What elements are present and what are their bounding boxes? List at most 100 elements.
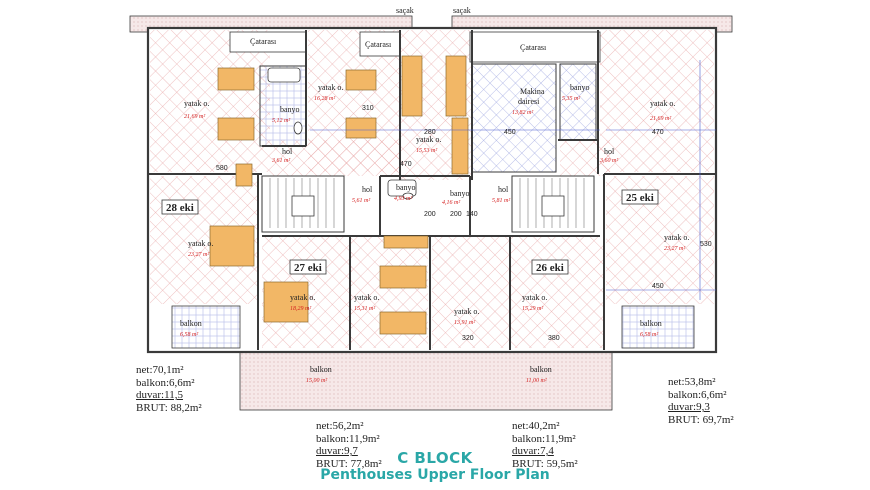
room-area: 23,27 m² xyxy=(188,252,209,258)
room-name: hol xyxy=(498,185,509,194)
room-area: 6,58 m² xyxy=(640,332,658,338)
room-name: yatak o. xyxy=(522,293,547,302)
unit-26-stats: net:40,2m² balkon:11,9m² duvar:7,4 BRUT:… xyxy=(512,420,578,470)
room-name: yatak o. xyxy=(188,239,213,248)
dimension-label: 530 xyxy=(700,241,712,248)
room-area: 6,58 m² xyxy=(180,332,198,338)
dimension-label: 280 xyxy=(424,129,436,136)
room-area: 5,12 m² xyxy=(272,118,290,124)
wall-area: duvar:9,3 xyxy=(668,401,710,413)
bed xyxy=(401,55,423,117)
dimension-label: 470 xyxy=(652,129,664,136)
wall-area: duvar:7,4 xyxy=(512,445,554,457)
room-area: 5,61 m² xyxy=(352,198,370,204)
room-name: balkon xyxy=(180,319,202,328)
room-name: banyo xyxy=(570,83,590,92)
room-name: dairesi xyxy=(518,97,540,106)
balcony-right xyxy=(621,305,695,349)
sacak-label-left: saçak xyxy=(396,6,414,15)
room-name: yatak o. xyxy=(184,99,209,108)
dimension-label: 200 xyxy=(450,211,462,218)
dimension-label: 380 xyxy=(548,335,560,342)
room-area: 4,93 m² xyxy=(394,195,412,202)
stairs-left xyxy=(261,175,345,233)
room-name: banyo xyxy=(396,183,416,192)
unit-label-25: 25 eki xyxy=(626,192,654,204)
blue-guide-lines xyxy=(310,60,716,300)
stairs-right xyxy=(511,175,595,233)
room-area: 23,27 m² xyxy=(664,246,685,252)
bed xyxy=(379,311,427,335)
room-name: hol xyxy=(604,147,615,156)
room-name: Makina xyxy=(520,87,545,96)
bed xyxy=(379,265,427,289)
bed xyxy=(217,117,255,141)
bed xyxy=(383,235,429,249)
unit-label-27: 27 eki xyxy=(294,262,322,274)
room-area: 15,31 m² xyxy=(354,306,375,312)
floor-hatch xyxy=(600,30,714,172)
room-area: 3,60 m² xyxy=(599,158,618,164)
room-name: yatak o. xyxy=(354,293,379,302)
gross-area: BRUT: 88,2m² xyxy=(136,401,202,414)
dimension-label: 470 xyxy=(400,161,412,168)
bed xyxy=(445,55,467,117)
bed xyxy=(345,69,377,91)
room-name: yatak o. xyxy=(664,233,689,242)
room-area: 16,28 m² xyxy=(314,96,335,102)
unit-labels: 28 eki 27 eki 26 eki 25 eki xyxy=(161,189,659,275)
bath-fixtures xyxy=(267,67,417,200)
room-area: 13,82 m² xyxy=(512,110,533,116)
wall-area: duvar:11,5 xyxy=(136,389,183,401)
gross-area: BRUT: 69,7m² xyxy=(668,413,734,426)
balcony-area: balkon:6,6m² xyxy=(668,388,727,401)
floor-hatch xyxy=(512,236,604,348)
unit-25-stats: net:53,8m² balkon:6,6m² duvar:9,3 BRUT: … xyxy=(668,376,734,426)
balcony-area: balkon:6,6m² xyxy=(136,376,195,389)
balcony-left xyxy=(171,305,241,349)
room-name: banyo xyxy=(280,105,300,114)
room-area: 21,69 m² xyxy=(650,116,671,122)
room-name: yatak o. xyxy=(416,135,441,144)
beds xyxy=(209,55,469,335)
bathroom-right xyxy=(559,63,597,141)
room-name: hol xyxy=(362,185,373,194)
balcony-area: balkon:11,9m² xyxy=(316,432,380,445)
dimension-label: 580 xyxy=(216,165,228,172)
roof-terrace xyxy=(469,31,601,63)
plan-subtitle: Penthouses Upper Floor Plan xyxy=(320,467,550,483)
room-name: balkon xyxy=(640,319,662,328)
room-name: yatak o. xyxy=(454,307,479,316)
bed xyxy=(451,117,469,175)
net-area: net:53,8m² xyxy=(668,376,716,388)
catarasi-label: Çatarası xyxy=(250,37,277,46)
unit-label-28: 28 eki xyxy=(166,202,194,214)
room-area: 21,69 m² xyxy=(184,114,205,120)
roof-eave-bottom xyxy=(239,351,613,411)
room-area: 4,16 m² xyxy=(442,199,460,206)
dimension-label: 310 xyxy=(362,105,374,112)
bed xyxy=(209,225,255,267)
internal-walls xyxy=(148,30,716,350)
dimension-label: 200 xyxy=(424,211,436,218)
dimension-label: 320 xyxy=(462,335,474,342)
floor-hatch xyxy=(150,30,270,172)
net-area: net:70,1m² xyxy=(136,364,184,376)
room-name: yatak o. xyxy=(650,99,675,108)
sacak-label-right: saçak xyxy=(453,6,471,15)
bed xyxy=(263,281,309,323)
room-area: 15,00 m² xyxy=(306,378,327,384)
unit-27-stats: net:56,2m² balkon:11,9m² duvar:9,7 BRUT:… xyxy=(316,420,382,470)
room-name: hol xyxy=(282,147,293,156)
gross-area: BRUT: 77,8m² xyxy=(316,457,382,470)
room-area: 11,00 m² xyxy=(526,378,547,384)
room-area: 5,35 m² xyxy=(562,96,580,102)
floor-hatch xyxy=(432,236,512,348)
machine-room xyxy=(471,63,557,173)
block-title: C BLOCK xyxy=(397,449,473,467)
unit-28-stats: net:70,1m² balkon:6,6m² duvar:11,5 BRUT:… xyxy=(136,364,202,414)
dimension-label: 140 xyxy=(466,211,478,218)
room-name: yatak o. xyxy=(318,83,343,92)
dimension-label: 450 xyxy=(504,129,516,136)
